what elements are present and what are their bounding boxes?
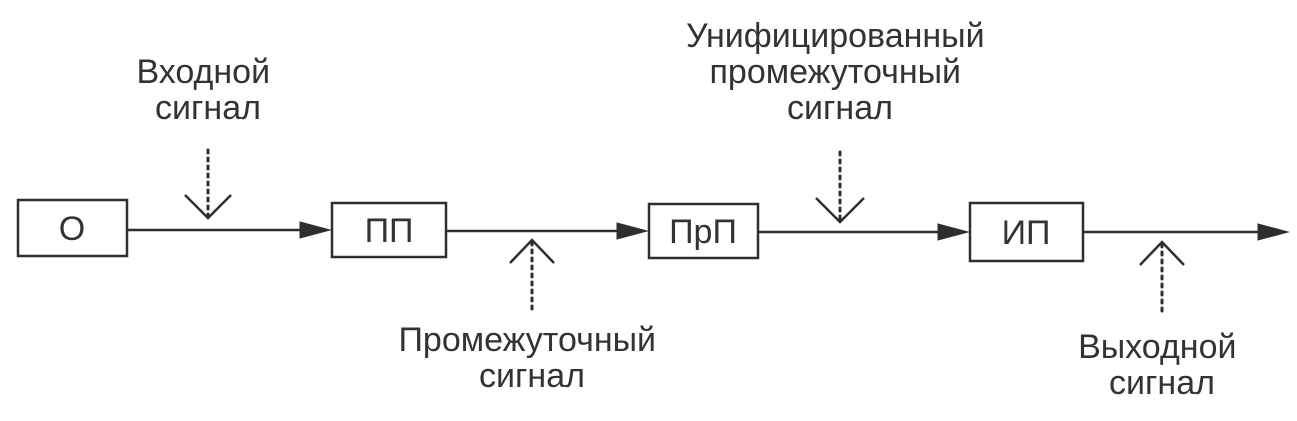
unified-signal-chevron-down-icon (815, 197, 865, 224)
arrow-head-pp-icon (299, 221, 332, 239)
block-prp: ПрП (647, 202, 760, 260)
input-signal-label: Входной сигнал (136, 53, 279, 127)
unified-signal-label-line-2: промежуточный (710, 53, 962, 91)
block-ip: ИП (968, 201, 1085, 263)
unified-signal-label-line-1: Унифицированный (686, 17, 985, 55)
output-signal-chevron-up-icon (1139, 240, 1185, 266)
intermediate-signal-label-line-2: сигнал (479, 357, 585, 395)
input-signal-chevron-down-icon (184, 194, 232, 220)
input-signal-label-line-2: сигнал (155, 89, 261, 127)
block-o: О (16, 198, 129, 258)
intermediate-signal-chevron-up-icon (509, 238, 555, 264)
block-pp: ПП (330, 201, 448, 259)
unified-signal-label: Унифицированный промежуточный сигнал (686, 17, 994, 127)
output-signal-label-line-1: Выходной (1078, 328, 1236, 366)
arrow-head-prp-icon (616, 222, 649, 240)
intermediate-signal-label: Промежуточный сигнал (398, 321, 665, 395)
block-o-label: О (59, 210, 85, 248)
block-ip-label: ИП (1002, 214, 1051, 252)
output-signal-label-line-2: сигнал (1109, 364, 1215, 402)
output-signal-label: Выходной сигнал (1078, 328, 1246, 402)
arrow-head-ip-icon (937, 223, 970, 241)
arrow-head-output-icon (1257, 223, 1290, 241)
intermediate-signal-label-line-1: Промежуточный (398, 321, 656, 359)
unified-signal-label-line-3: сигнал (787, 89, 893, 127)
block-prp-label: ПрП (669, 213, 737, 251)
input-signal-label-line-1: Входной (136, 53, 270, 91)
block-pp-label: ПП (365, 212, 414, 250)
